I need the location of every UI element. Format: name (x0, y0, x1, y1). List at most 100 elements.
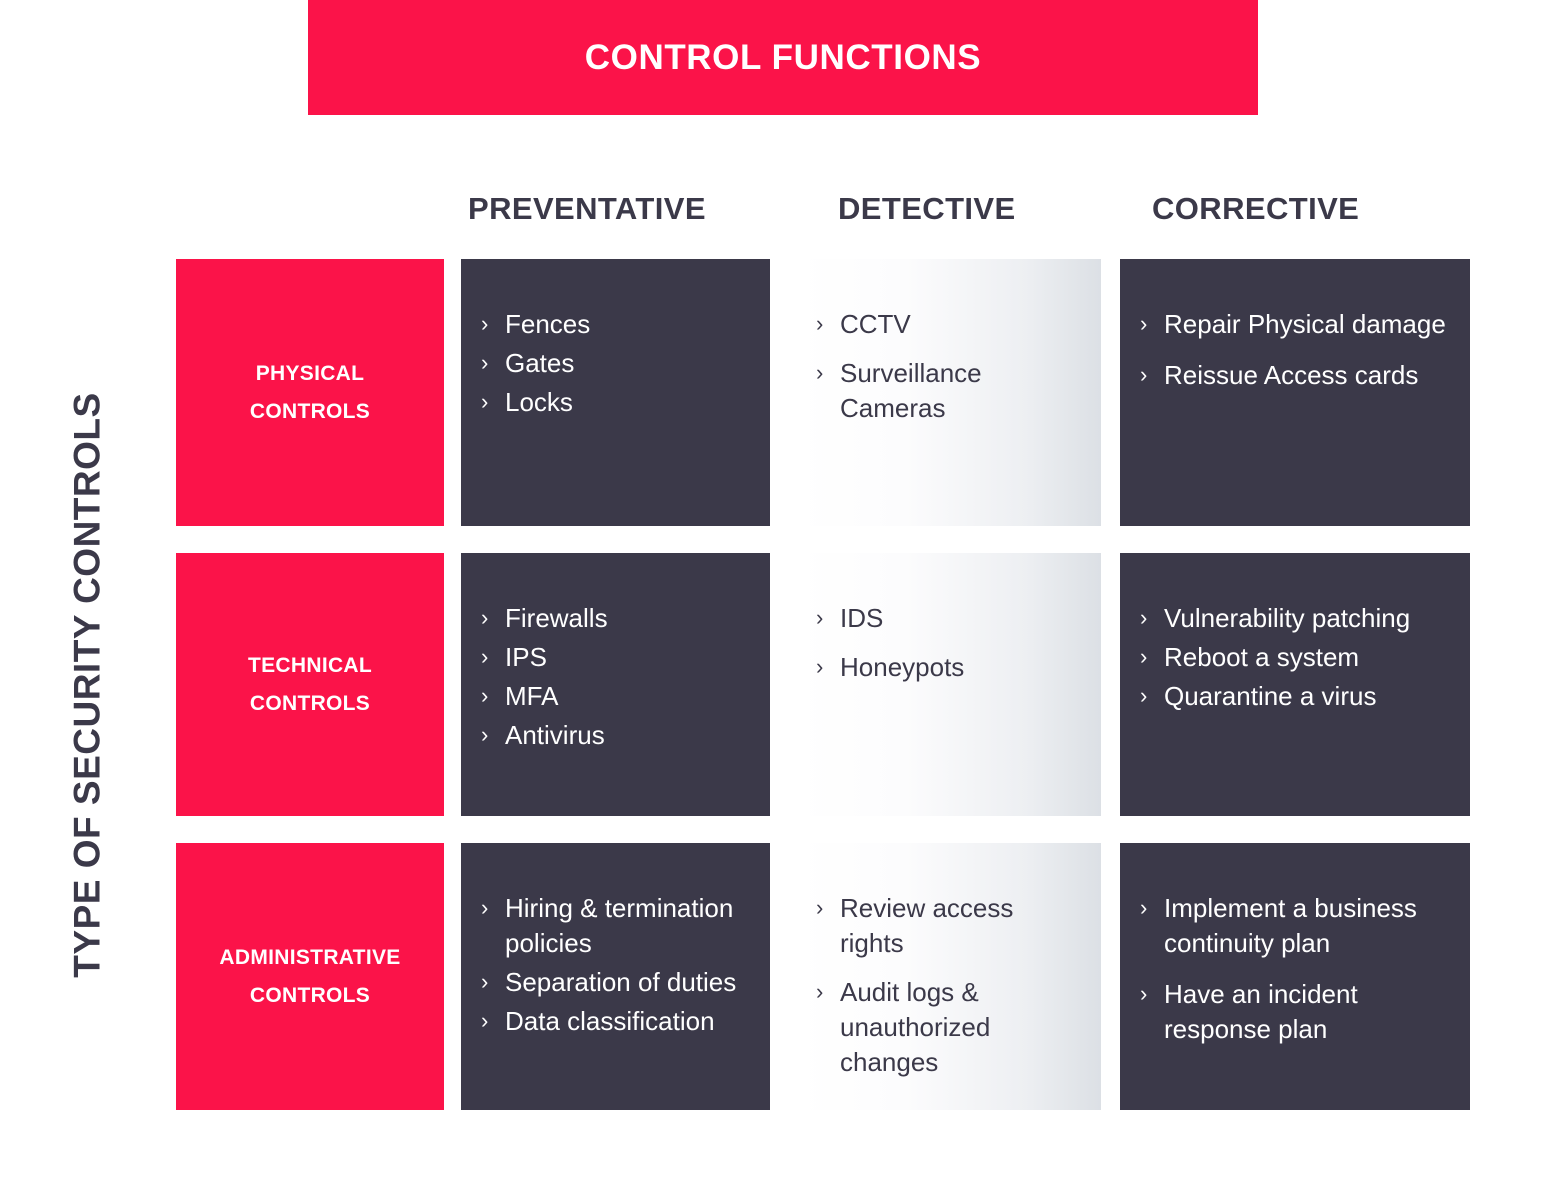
title-banner: CONTROL FUNCTIONS (308, 0, 1258, 115)
row-label-text: TECHNICAL CONTROLS (247, 653, 373, 715)
list-item-label: Audit logs & unauthorized changes (840, 977, 991, 1078)
list-item: › Vulnerability patching (1140, 601, 1452, 636)
cell-physical-detective: › CCTV › Surveillance Cameras (800, 259, 1101, 526)
list-item: › Gates (481, 346, 752, 381)
row-label-physical-controls: PHYSICAL CONTROLS (176, 259, 444, 526)
list-item-label: CCTV (840, 309, 911, 339)
list-item-label: Hiring & termination policies (505, 893, 734, 959)
bullet-list: › Fences › Gates › Locks (481, 307, 752, 420)
list-item: › Reboot a system (1140, 640, 1452, 675)
list-item: › Repair Physical damage (1140, 307, 1452, 342)
cell-physical-corrective: › Repair Physical damage › Reissue Access c… (1120, 259, 1470, 526)
list-item: ›Implement a business continuity plan (1140, 891, 1452, 961)
list-item: › MFA (481, 679, 752, 714)
list-item: › Antivirus (481, 718, 752, 753)
list-item: › IDS (816, 601, 1083, 636)
chevron-right-icon: › (1140, 605, 1148, 630)
column-header-label: PREVENTATIVE (468, 191, 706, 226)
list-item: › Have an incident response plan (1140, 977, 1452, 1047)
chevron-right-icon: › (481, 722, 489, 748)
list-item-label: Fences (505, 309, 591, 339)
chevron-right-icon: › (481, 895, 489, 920)
column-header-preventative: PREVENTATIVE (468, 186, 706, 232)
chevron-right-icon: › (481, 969, 489, 995)
bullet-list: ›Implement a business continuity plan›Ha… (1140, 891, 1452, 1047)
list-item: › IPS (481, 640, 752, 675)
list-item-label: Review access rights (840, 893, 1014, 959)
cell-technical-detective: › IDS › Honeypots (800, 553, 1101, 816)
list-item-label: Firewalls (505, 603, 608, 633)
bullet-list: ›Vulnerability patching›Reboot a system›… (1140, 601, 1452, 714)
list-item-label: IPS (505, 642, 547, 673)
bullet-list: › IDS › Honeypots (816, 601, 1083, 685)
row-label-administrative-controls: ADMINISTRATIVE CONTROLS (176, 843, 444, 1110)
column-header-corrective: CORRECTIVE (1152, 186, 1359, 232)
chevron-right-icon: › (481, 605, 489, 630)
row-label-text: ADMINISTRATIVE CONTROLS (219, 945, 401, 1007)
column-header-detective: DETECTIVE (838, 186, 1016, 232)
chevron-right-icon: › (816, 895, 824, 920)
list-item-label: Reboot a system (1164, 642, 1360, 673)
chevron-right-icon: › (481, 311, 489, 336)
page-title: CONTROL FUNCTIONS (584, 37, 982, 77)
cell-administrative-preventative: › Hiring & termination policies › Separatio… (461, 843, 770, 1110)
list-item-label: Separation of duties (505, 967, 737, 998)
list-item: › Locks (481, 385, 752, 420)
chevron-right-icon: › (1140, 895, 1148, 920)
list-item-label: Quarantine a virus (1164, 681, 1377, 712)
list-item: › Audit logs & unauthorized changes (816, 975, 1083, 1080)
chevron-right-icon: › (481, 683, 489, 709)
chevron-right-icon: › (1140, 362, 1148, 388)
cell-physical-preventative: › Fences › Gates › Locks (461, 259, 770, 526)
y-axis-label-text: TYPE OF SECURITY CONTROLS (67, 391, 108, 978)
chevron-right-icon: › (1140, 981, 1148, 1007)
chevron-right-icon: › (816, 654, 824, 680)
list-item-label: Vulnerability patching (1164, 603, 1411, 633)
list-item: › Quarantine a virus (1140, 679, 1452, 714)
cell-administrative-corrective: ›Implement a business continuity plan›Ha… (1120, 843, 1470, 1110)
list-item: › CCTV (816, 307, 1083, 342)
chevron-right-icon: › (481, 350, 489, 376)
cell-technical-preventative: › Firewalls › IPS › MFA › Antivirus (461, 553, 770, 816)
y-axis-label: TYPE OF SECURITY CONTROLS (0, 259, 176, 1110)
chevron-right-icon: › (816, 360, 824, 386)
chevron-right-icon: › (481, 644, 489, 670)
list-item-label: MFA (505, 681, 559, 712)
bullet-list: › Repair Physical damage › Reissue Access c… (1140, 307, 1452, 393)
chevron-right-icon: › (816, 605, 824, 630)
chevron-right-icon: › (816, 979, 824, 1005)
list-item-label: Have an incident response plan (1164, 979, 1358, 1045)
list-item-label: Repair Physical damage (1164, 309, 1446, 339)
bullet-list: › CCTV › Surveillance Cameras (816, 307, 1083, 426)
list-item: › Honeypots (816, 650, 1083, 685)
column-header-label: DETECTIVE (838, 191, 1016, 226)
list-item: ›Data classification (481, 1004, 752, 1039)
row-label-technical-controls: TECHNICAL CONTROLS (176, 553, 444, 816)
cell-technical-corrective: ›Vulnerability patching›Reboot a system›… (1120, 553, 1470, 816)
list-item: › Reissue Access cards (1140, 358, 1452, 393)
list-item-label: Locks (505, 387, 573, 418)
cell-administrative-detective: › Review access rights › Audit logs & unaut… (800, 843, 1101, 1110)
list-item: › Hiring & termination policies (481, 891, 752, 961)
row-label-text: PHYSICAL CONTROLS (249, 361, 371, 423)
list-item-label: Honeypots (840, 652, 965, 683)
chevron-right-icon: › (1140, 683, 1148, 709)
column-header-label: CORRECTIVE (1152, 191, 1360, 226)
list-item-label: Surveillance Cameras (840, 358, 982, 424)
list-item: › Firewalls (481, 601, 752, 636)
list-item-label: Reissue Access cards (1164, 360, 1419, 391)
list-item-label: Gates (505, 348, 575, 379)
chevron-right-icon: › (1140, 311, 1148, 336)
list-item-label: IDS (840, 603, 884, 633)
chevron-right-icon: › (816, 311, 824, 336)
list-item-label: Antivirus (505, 720, 605, 751)
bullet-list: › Firewalls › IPS › MFA › Antivirus (481, 601, 752, 753)
chevron-right-icon: › (1140, 644, 1148, 670)
bullet-list: › Hiring & termination policies › Separatio… (481, 891, 752, 1039)
list-item: › Surveillance Cameras (816, 356, 1083, 426)
chevron-right-icon: › (481, 389, 489, 415)
bullet-list: › Review access rights › Audit logs & unaut… (816, 891, 1083, 1080)
list-item: › Fences (481, 307, 752, 342)
list-item: › Separation of duties (481, 965, 752, 1000)
chevron-right-icon: › (481, 1008, 489, 1034)
